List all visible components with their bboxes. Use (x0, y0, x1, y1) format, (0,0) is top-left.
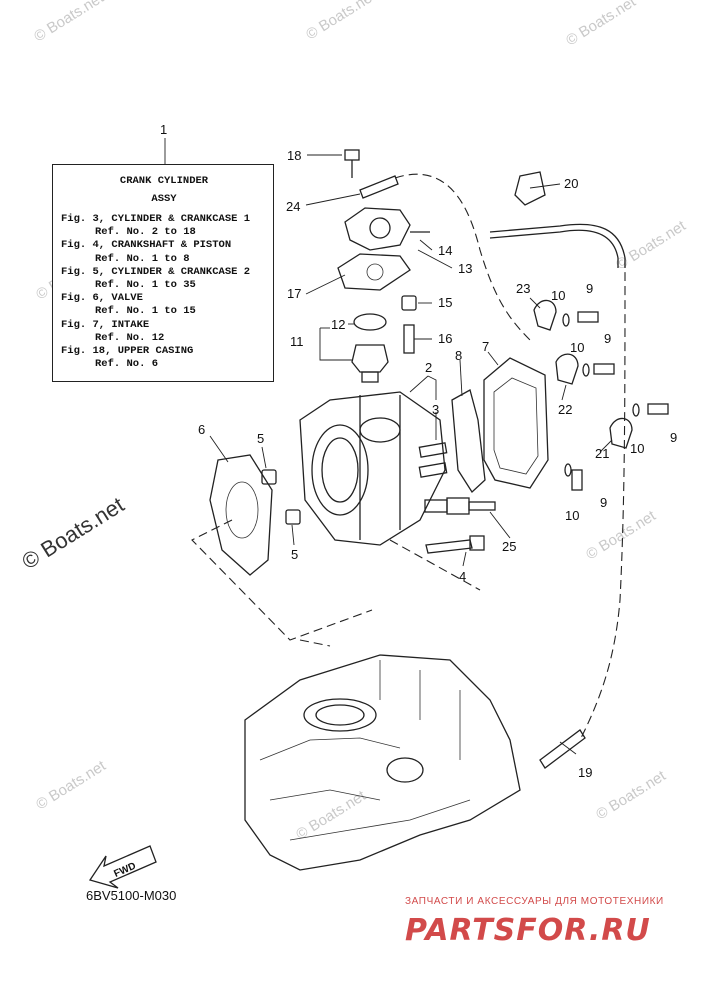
legend-box: CRANK CYLINDER ASSY Fig. 3, CYLINDER & C… (52, 164, 274, 382)
cylinder-body (299, 391, 446, 546)
callout-11: 11 (290, 334, 304, 349)
legend-ref: Ref. No. 1 to 15 (95, 305, 196, 318)
cover-7 (483, 357, 549, 489)
crankcase (244, 654, 521, 871)
callout-20: 20 (564, 176, 578, 191)
watermark-layer: © Boats.net © Boats.net © Boats.net © Bo… (17, 0, 689, 843)
clamp-22 (555, 353, 579, 385)
legend-ref: Ref. No. 2 to 18 (95, 226, 196, 239)
callout-21: 21 (595, 446, 609, 461)
washer-10d (564, 463, 572, 477)
watermark: © Boats.net (31, 0, 107, 45)
bolt-9a (577, 311, 599, 323)
shop-tagline: ЗАПЧАСТИ И АКСЕССУАРЫ ДЛЯ МОТОТЕХНИКИ (405, 896, 664, 907)
watermark: © Boats.net (583, 507, 659, 564)
clamp-21 (609, 417, 633, 449)
diagram-code: 6BV5100-M030 (86, 888, 177, 903)
clamp-20 (514, 171, 546, 206)
watermark: © Boats.net (563, 0, 639, 49)
watermark: © Boats.net (33, 757, 109, 814)
callout-10a: 10 (551, 288, 565, 303)
callout-17: 17 (287, 286, 301, 301)
shop-logo-text: PARTSFOR.RU (405, 913, 651, 948)
washer-10b (582, 363, 590, 377)
legend-fig: Fig. 7, INTAKE (61, 318, 150, 331)
watermark: © Boats.net (303, 0, 379, 43)
bolt-16 (403, 324, 415, 354)
callout-25: 25 (502, 539, 516, 554)
legend-title: CRANK CYLINDER (119, 175, 209, 187)
shop-logo-graphic: PARTSFOR.RU (405, 913, 651, 948)
callout-8: 8 (455, 348, 462, 363)
fwd-arrow: FWD (88, 845, 157, 889)
hose-dashed-route-2 (579, 257, 626, 741)
bolt-9b (593, 363, 615, 375)
spark-plug-25 (424, 497, 496, 515)
legend-ref: Ref. No. 6 (95, 358, 159, 371)
legend-ref: Ref. No. 1 to 8 (95, 252, 190, 265)
callout-14: 14 (438, 243, 452, 258)
seal-12 (353, 313, 387, 331)
washer-10c (632, 403, 640, 417)
callout-24: 24 (286, 199, 300, 214)
callout-19: 19 (578, 765, 592, 780)
bolt-9c (647, 403, 669, 415)
callout-10d: 10 (565, 508, 579, 523)
callout-numbers: 1 18 24 14 13 17 15 12 16 11 2 3 8 7 6 5… (160, 122, 677, 780)
bolt-4 (425, 535, 485, 554)
washer-10a (562, 313, 570, 327)
gasket-17 (337, 253, 411, 291)
callout-2: 2 (425, 360, 432, 375)
collar-15 (401, 295, 417, 311)
legend-ref: Ref. No. 12 (95, 331, 165, 344)
callout-16: 16 (438, 331, 452, 346)
callout-10c: 10 (630, 441, 644, 456)
side-watermark: © Boats.net (17, 492, 128, 574)
assembly-dashed-outline (191, 519, 481, 647)
callout-5a: 5 (257, 431, 264, 446)
fwd-label: FWD (112, 861, 137, 880)
callout-5b: 5 (291, 547, 298, 562)
dowel-5a (261, 469, 277, 485)
legend-fig: Fig. 5, CYLINDER & CRANKCASE 2 (61, 265, 251, 278)
gasket-6 (209, 454, 273, 576)
callout-3: 3 (432, 402, 439, 417)
hose-dashed-route (394, 173, 531, 341)
callout-23: 23 (516, 281, 530, 296)
leader-lines (209, 154, 613, 755)
legend-ref: Ref. No. 1 to 35 (95, 279, 196, 292)
thermostat-cover-14 (344, 207, 430, 251)
dowel-5b (285, 509, 301, 525)
legend-fig: Fig. 6, VALVE (61, 292, 143, 305)
legend-subtitle: ASSY (151, 193, 177, 205)
callout-9d: 9 (600, 495, 607, 510)
legend-fig: Fig. 4, CRANKSHAFT & PISTON (61, 239, 232, 252)
bolt-18 (344, 149, 360, 178)
callout-4: 4 (459, 569, 466, 584)
fitting-24 (359, 175, 399, 199)
thermostat-11 (351, 344, 389, 383)
watermark: © Boats.net (593, 767, 669, 824)
callout-7: 7 (482, 339, 489, 354)
legend-fig: Fig. 18, UPPER CASING (61, 345, 194, 358)
bolt-9d (571, 469, 583, 491)
callout-18: 18 (287, 148, 301, 163)
fuel-hose-19 (489, 223, 626, 769)
callout-22: 22 (558, 402, 572, 417)
studs-3 (418, 442, 448, 478)
callout-9c: 9 (670, 430, 677, 445)
callout-9a: 9 (586, 281, 593, 296)
gasket-8 (451, 389, 486, 494)
callout-10b: 10 (570, 340, 584, 355)
callout-12: 12 (331, 317, 345, 332)
callout-9b: 9 (604, 331, 611, 346)
callout-13: 13 (458, 261, 472, 276)
callout-6: 6 (198, 422, 205, 437)
callout-15: 15 (438, 295, 452, 310)
legend-fig: Fig. 3, CYLINDER & CRANKCASE 1 (61, 213, 251, 225)
callout-1: 1 (160, 122, 167, 137)
